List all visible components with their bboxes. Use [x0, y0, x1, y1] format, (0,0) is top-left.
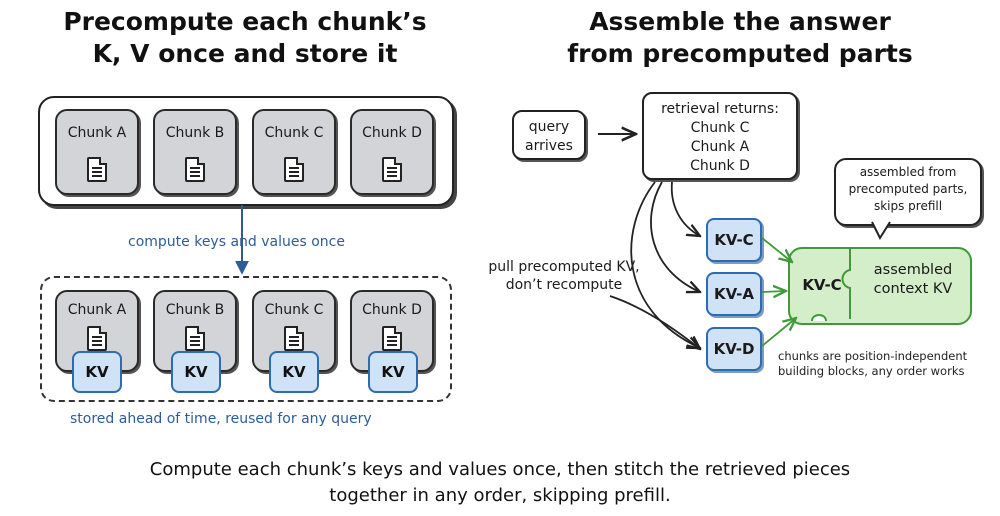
caption-line1: Compute each chunk’s keys and values onc… [149, 459, 851, 480]
compute-label: compute keys and values once [128, 234, 345, 250]
assembled-line2: context KV [873, 281, 953, 297]
assembled-piece-label: KV-C [802, 276, 842, 294]
right-title: Assemble the answer from precomputed par… [520, 6, 960, 70]
chunk-label: Chunk D [362, 125, 422, 141]
chunk-d-card: Chunk D [350, 109, 434, 195]
document-icon [284, 326, 304, 351]
document-icon [382, 157, 402, 182]
retrieval-to-kv-c-arrow [670, 181, 700, 236]
chunk-label: Chunk A [67, 125, 127, 141]
kv-block-d: KV [368, 351, 418, 393]
pull-arrow-icon [609, 295, 700, 349]
query-line1: query [528, 119, 570, 135]
document-icon [284, 157, 304, 182]
document-icon [185, 326, 205, 351]
caption-line2: together in any order, skipping prefill. [329, 485, 671, 506]
retrieved-chunk: Chunk D [690, 158, 750, 174]
retrieval-to-kv-a-arrow [650, 181, 700, 292]
retrieved-chunk: Chunk C [690, 120, 750, 136]
chunk-label: Chunk C [264, 125, 324, 141]
puzzle-piece-icon [841, 249, 851, 319]
retrieved-chunk: Chunk A [690, 139, 750, 155]
kv-block-a: KV [72, 351, 122, 393]
document-icon [185, 157, 205, 182]
left-title: Precompute each chunk’s K, V once and st… [20, 6, 470, 70]
pull-label: pull precomputed KV, don’t recompute [484, 258, 644, 294]
chunk-b-card: Chunk B [153, 109, 237, 195]
document-icon [87, 326, 107, 351]
bubble-tail-icon [871, 221, 891, 241]
right-title-line1: Assemble the answer [589, 7, 891, 36]
chunk-label: Chunk A [67, 302, 127, 318]
query-box: query arrives [512, 110, 586, 160]
bubble-text: assembled from precomputed parts, skips … [836, 164, 980, 215]
chunk-c-card: Chunk C [252, 109, 336, 195]
pull-line2: don’t recompute [505, 277, 623, 293]
bubble-line3: skips prefill [873, 199, 943, 213]
bubble-line2: precomputed parts, [848, 182, 968, 196]
puzzle-notch-icon [811, 314, 827, 322]
left-title-line1: Precompute each chunk’s [63, 7, 427, 36]
kv-block-b: KV [171, 351, 221, 393]
kv-c-to-assembled-arrow [761, 237, 792, 262]
chunk-a-card: Chunk A [55, 109, 139, 195]
document-icon [382, 326, 402, 351]
bubble-line1: assembled from [859, 165, 957, 179]
chunk-label: Chunk D [362, 302, 422, 318]
retrieval-box: retrieval returns: Chunk C Chunk A Chunk… [642, 92, 798, 180]
kv-block-c: KV [269, 351, 319, 393]
position-independent-note: chunks are position-independent building… [778, 349, 967, 379]
assembled-line1: assembled [873, 262, 953, 278]
caption: Compute each chunk’s keys and values onc… [0, 457, 1000, 509]
assembled-context-panel [788, 247, 972, 325]
kv-a-block: KV-A [706, 272, 762, 316]
assembled-label: assembled context KV [858, 261, 968, 299]
stored-label: stored ahead of time, reused for any que… [70, 411, 372, 427]
right-title-line2: from precomputed parts [567, 39, 913, 68]
speech-bubble-icon [834, 158, 982, 226]
pull-line1: pull precomputed KV, [488, 259, 640, 275]
kv-c-block: KV-C [706, 218, 762, 262]
left-title-line2: K, V once and store it [92, 39, 398, 68]
kv-d-to-assembled-arrow [761, 318, 796, 347]
kv-a-to-assembled-arrow [761, 291, 786, 292]
note-line2: building blocks, any order works [778, 364, 965, 378]
chunk-label: Chunk B [165, 302, 225, 318]
query-line2: arrives [525, 138, 573, 154]
chunk-label: Chunk C [264, 302, 324, 318]
document-icon [87, 157, 107, 182]
kv-d-block: KV-D [706, 327, 762, 371]
retrieval-to-kv-d-arrow [630, 181, 700, 348]
retrieval-header: retrieval returns: [661, 101, 779, 117]
chunk-label: Chunk B [165, 125, 225, 141]
note-line1: chunks are position-independent [778, 349, 968, 363]
